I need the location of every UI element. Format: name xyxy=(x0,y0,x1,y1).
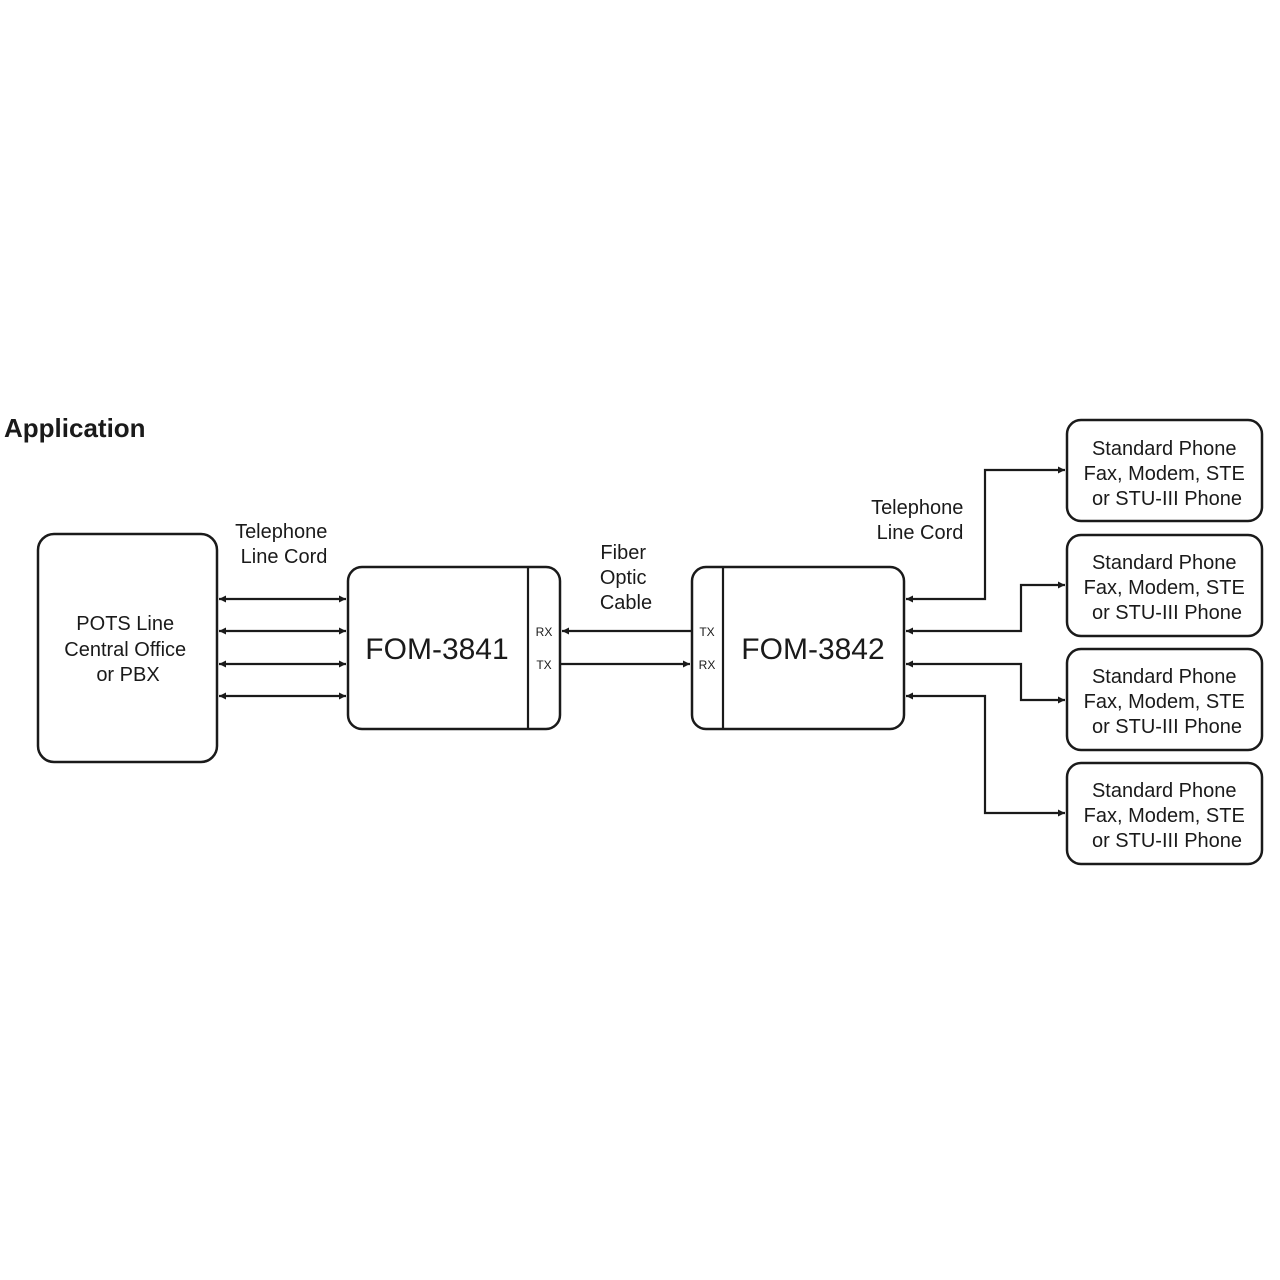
pots-line-text: POTS Line Central Office or PBX xyxy=(64,613,191,686)
fom-3841-tx-label: TX xyxy=(536,658,551,672)
phone-box-3-text: Standard Phone Fax, Modem, STE or STU-II… xyxy=(1084,666,1251,738)
right-cord-label-2: Line Cord xyxy=(877,522,964,544)
phone-box-4-line-1: Standard Phone xyxy=(1092,780,1237,802)
phone-box-3-frame xyxy=(1065,647,1264,752)
fiber-label-2: Optic xyxy=(600,567,647,589)
right-cord-line-2 xyxy=(906,581,1065,635)
fom-3842-label: FOM-3842 xyxy=(741,633,884,666)
diagram-title: Application xyxy=(4,413,146,443)
phone-box-4-line-3: or STU-III Phone xyxy=(1092,830,1242,852)
left-cord-label: Telephone Line Cord xyxy=(235,521,333,568)
phone-box-3-line-3: or STU-III Phone xyxy=(1092,716,1242,738)
phone-box-4-line-2: Fax, Modem, STE xyxy=(1084,805,1245,827)
right-cord-line-4 xyxy=(906,692,1065,817)
phone-box-1-line-2: Fax, Modem, STE xyxy=(1084,463,1245,485)
fom-3842-tx-label: TX xyxy=(699,625,714,639)
phone-box-1: Standard Phone Fax, Modem, STE or STU-II… xyxy=(1065,418,1264,523)
left-cord-label-1: Telephone xyxy=(235,521,327,543)
phone-box-1-line-1: Standard Phone xyxy=(1092,438,1237,460)
fom-3841-label: FOM-3841 xyxy=(365,633,508,666)
phone-box-4-frame xyxy=(1065,761,1264,866)
phone-box-2-text: Standard Phone Fax, Modem, STE or STU-II… xyxy=(1084,552,1251,624)
pots-line-box xyxy=(36,532,219,764)
phone-box-2: Standard Phone Fax, Modem, STE or STU-II… xyxy=(1065,533,1264,638)
fom-3842-rx-label: RX xyxy=(699,658,716,672)
phone-box-4: Standard Phone Fax, Modem, STE or STU-II… xyxy=(1065,761,1264,866)
right-cord-line-3 xyxy=(906,660,1065,704)
fiber-label: Fiber Optic Cable xyxy=(600,542,652,614)
fom-3841-box xyxy=(346,565,562,731)
phone-box-3: Standard Phone Fax, Modem, STE or STU-II… xyxy=(1065,647,1264,752)
fom-3842-box xyxy=(690,565,906,731)
pots-line-text-1: POTS Line xyxy=(76,613,174,635)
phone-box-1-line-3: or STU-III Phone xyxy=(1092,488,1242,510)
phone-box-4-text: Standard Phone Fax, Modem, STE or STU-II… xyxy=(1084,780,1251,852)
phone-box-1-frame xyxy=(1065,418,1264,523)
phone-box-1-text: Standard Phone Fax, Modem, STE or STU-II… xyxy=(1084,438,1251,510)
pots-line-text-2: Central Office xyxy=(64,639,186,661)
fiber-label-3: Cable xyxy=(600,592,652,614)
phone-box-2-line-1: Standard Phone xyxy=(1092,552,1237,574)
phone-box-2-frame xyxy=(1065,533,1264,638)
fiber-label-1: Fiber xyxy=(600,542,646,564)
phone-box-2-line-2: Fax, Modem, STE xyxy=(1084,577,1245,599)
phone-box-2-line-3: or STU-III Phone xyxy=(1092,602,1242,624)
pots-line-text-3: or PBX xyxy=(96,664,159,686)
phone-box-3-line-1: Standard Phone xyxy=(1092,666,1237,688)
phone-box-3-line-2: Fax, Modem, STE xyxy=(1084,691,1245,713)
left-cord-label-2: Line Cord xyxy=(241,546,328,568)
right-cord-label: Telephone Line Cord xyxy=(871,497,969,544)
fom-3841-rx-label: RX xyxy=(536,625,553,639)
right-cord-label-1: Telephone xyxy=(871,497,963,519)
